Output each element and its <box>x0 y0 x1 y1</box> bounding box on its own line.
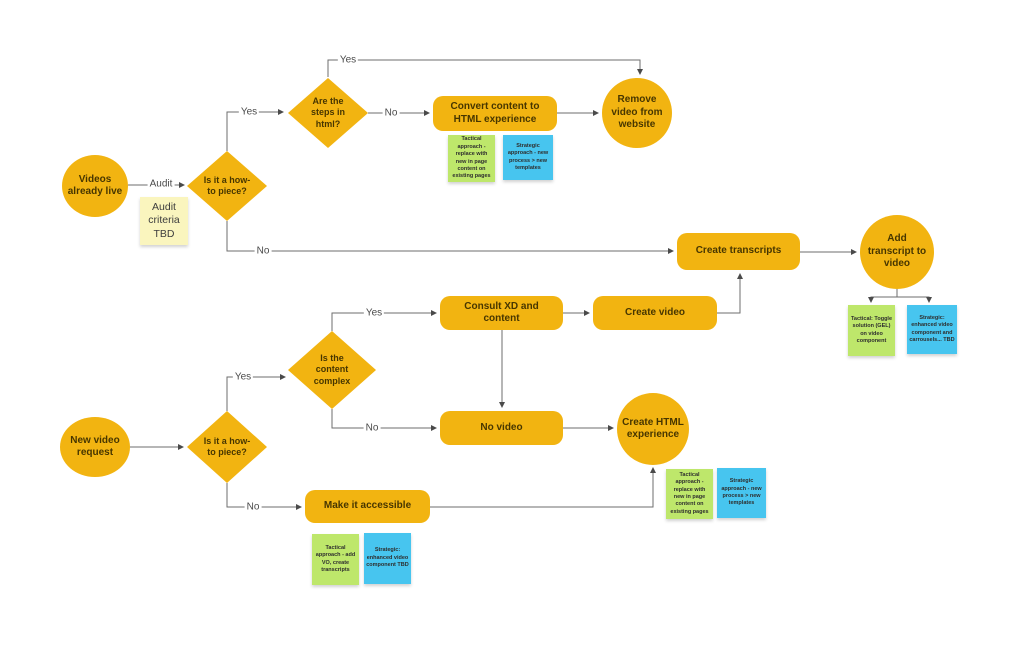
edge-steps-yes-to-remove <box>327 59 643 77</box>
edge-label-steps-yes[interactable]: Yes <box>337 54 359 66</box>
edge-complex-no-to-novideo <box>331 409 437 431</box>
edge-add-to-strategic-sticky <box>897 296 932 303</box>
node-new-video-request[interactable]: New video request <box>60 417 130 477</box>
edge-howto-yes-to-steps <box>226 109 284 151</box>
edge-howto-no-to-transcripts <box>226 221 674 254</box>
node-label: Create transcripts <box>695 245 782 257</box>
sticky-transcript-tactical[interactable]: Tactical: Toggle solution (GEL) on video… <box>848 305 895 356</box>
node-remove-video-from-website[interactable]: Remove video from website <box>602 78 672 148</box>
node-label: Is it a how-to piece? <box>203 435 251 457</box>
node-consult-xd-and-content[interactable]: Consult XD and content <box>440 296 563 330</box>
node-create-html-experience[interactable]: Create HTML experience <box>617 393 689 465</box>
node-label: No video <box>480 421 523 433</box>
node-label: Videos already live <box>67 173 123 198</box>
node-no-video[interactable]: No video <box>440 411 563 445</box>
sticky-convert-strategic[interactable]: Strategic approach - new process > new t… <box>503 135 553 180</box>
node-label: Convert content to HTML experience <box>450 101 540 125</box>
edge-label-new-no[interactable]: No <box>244 501 262 513</box>
node-label: Is the content complex <box>313 353 351 386</box>
edge-label-complex-yes[interactable]: Yes <box>363 307 385 319</box>
edge-createvideo-to-transcripts <box>717 273 743 314</box>
sticky-transcript-strategic[interactable]: Strategic: enhanced video component and … <box>907 305 957 354</box>
sticky-html-strategic[interactable]: Strategic approach - new process > new t… <box>717 468 766 518</box>
node-videos-already-live[interactable]: Videos already live <box>62 155 128 217</box>
node-label: New video request <box>70 434 120 459</box>
sticky-text: Tactical approach - replace with new in … <box>452 136 491 180</box>
sticky-accessible-tactical[interactable]: Tactical approach - add VO, create trans… <box>312 534 359 585</box>
sticky-text: Strategic approach - new process > new t… <box>507 142 549 171</box>
sticky-text: Audit criteria TBD <box>148 200 180 240</box>
edge-complex-yes-to-consult <box>331 310 437 331</box>
sticky-text: Strategic: enhanced video component and … <box>909 314 955 343</box>
sticky-text: Tactical approach - add VO, create trans… <box>315 544 356 573</box>
edge-accessible-to-html <box>430 467 656 508</box>
edge-label-audit[interactable]: Audit <box>147 178 175 190</box>
edge-label-live-no[interactable]: No <box>254 245 272 257</box>
node-make-it-accessible[interactable]: Make it accessible <box>305 490 430 523</box>
node-create-transcripts[interactable]: Create transcripts <box>677 233 800 270</box>
node-label: Make it accessible <box>323 500 412 512</box>
node-label: Are the steps in html? <box>310 96 345 129</box>
sticky-audit-criteria[interactable]: Audit criteria TBD <box>140 197 188 245</box>
edge-label-new-yes[interactable]: Yes <box>232 371 254 383</box>
edge-hownew-no-to-accessible <box>226 483 302 510</box>
node-add-transcript-to-video[interactable]: Add transcript to video <box>860 215 934 289</box>
node-label: Consult XD and content <box>464 300 539 325</box>
sticky-text: Tactical approach - replace with new in … <box>670 471 709 515</box>
edge-label-live-yes[interactable]: Yes <box>238 106 260 118</box>
node-label: Is it a how-to piece? <box>203 174 251 196</box>
sticky-html-tactical[interactable]: Tactical approach - replace with new in … <box>666 469 713 519</box>
sticky-accessible-strategic[interactable]: Strategic: enhanced video component TBD <box>364 533 411 584</box>
edge-label-steps-no[interactable]: No <box>382 107 400 119</box>
edge-label-complex-no[interactable]: No <box>363 422 381 434</box>
sticky-text: Strategic: enhanced video component TBD <box>366 547 409 569</box>
sticky-convert-tactical[interactable]: Tactical approach - replace with new in … <box>448 135 495 182</box>
edge-hownew-yes-to-complex <box>226 374 286 411</box>
node-label: Create HTML experience <box>622 416 684 441</box>
edge-add-to-tactical-sticky <box>868 289 898 303</box>
node-label: Create video <box>624 306 685 318</box>
node-label: Remove video from website <box>611 94 663 131</box>
sticky-text: Strategic approach - new process > new t… <box>721 478 762 507</box>
node-convert-content-html[interactable]: Convert content to HTML experience <box>433 96 557 131</box>
node-label: Add transcript to video <box>867 233 927 270</box>
sticky-text: Tactical: Toggle solution (GEL) on video… <box>850 315 893 344</box>
node-create-video[interactable]: Create video <box>593 296 717 330</box>
